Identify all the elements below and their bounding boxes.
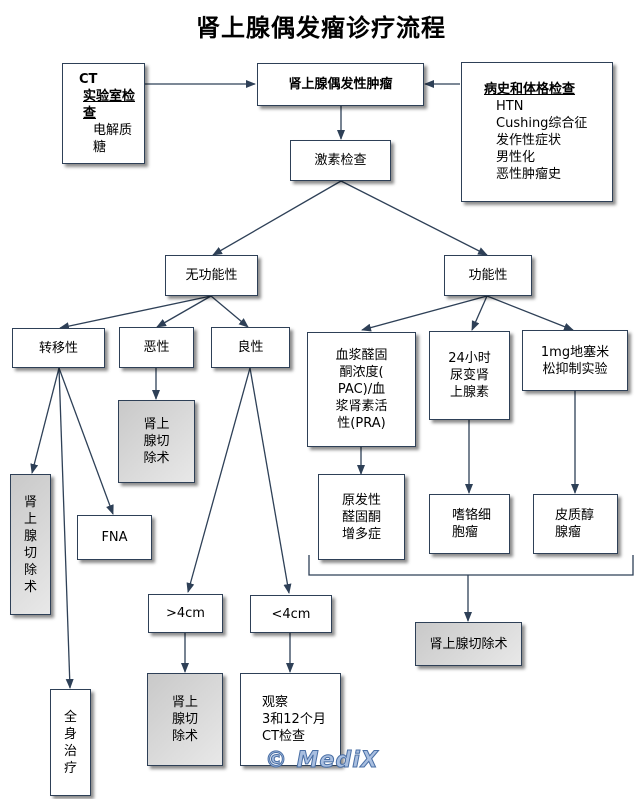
node-line: 1mg地塞米 xyxy=(540,344,610,360)
node-malignant-label: 恶性 xyxy=(143,340,170,355)
node-adrenalectomy-functional-label: 肾上腺切除术 xyxy=(429,636,508,652)
node-line: 尿变肾 xyxy=(449,368,489,383)
node-line: 腺 xyxy=(23,528,37,544)
node-line: 治 xyxy=(63,743,77,759)
node-fna-label: FNA xyxy=(101,530,128,545)
node-adrenalectomy-gt4cm[interactable]: 肾上 腺切 除术 xyxy=(147,673,223,766)
node-dex-test[interactable]: 1mg地塞米 松抑制实验 xyxy=(522,330,628,391)
edge-benign-to-lt4 xyxy=(249,367,292,594)
node-adrenalectomy-functional[interactable]: 肾上腺切除术 xyxy=(415,622,522,666)
node-hormone-label: 激素检查 xyxy=(314,153,367,168)
node-nonfunctional[interactable]: 无功能性 xyxy=(165,255,258,296)
node-line: 上 xyxy=(23,511,37,527)
bracket-functional-outcomes xyxy=(308,555,634,576)
node-benign-label: 良性 xyxy=(237,340,264,355)
node-line: 酮浓度( xyxy=(339,365,384,380)
node-line: 观察 xyxy=(262,695,289,710)
node-history-line: Cushing综合征 xyxy=(496,116,588,131)
node-line: 除 xyxy=(23,562,37,578)
node-line: 上腺素 xyxy=(449,385,489,400)
edge-nonfunctional-to-benign xyxy=(210,295,249,328)
edge-nonfunctional-to-malignant xyxy=(156,295,212,328)
node-history-line: 病史和体格检查 xyxy=(484,82,576,97)
node-line: 腺瘤 xyxy=(555,525,582,540)
node-line: 除术 xyxy=(143,451,170,466)
node-line: 腺切 xyxy=(143,434,170,449)
node-nonfunctional-label: 无功能性 xyxy=(185,268,238,283)
node-line: 术 xyxy=(23,579,37,595)
node-line: 增多症 xyxy=(341,526,381,542)
node-history-line: HTN xyxy=(496,99,524,114)
node-benign[interactable]: 良性 xyxy=(211,327,290,368)
medix-watermark: © MediX xyxy=(265,748,379,774)
node-history[interactable]: 病史和体格检查 HTN Cushing综合征 发作性症状 男性化 恶性肿瘤史 xyxy=(461,62,613,202)
edge-metastatic-to-adrenalectomy xyxy=(30,367,60,474)
node-observe[interactable]: 观察 3和12个月 CT检查 xyxy=(240,673,341,766)
node-ct-lab-line: CT xyxy=(79,72,98,87)
node-ct-lab-line: 电解质 xyxy=(93,123,133,138)
node-history-line: 发作性症状 xyxy=(496,133,562,148)
node-incidentaloma-label: 肾上腺偶发性肿瘤 xyxy=(288,77,393,92)
edge-metastatic-to-systemic xyxy=(58,367,74,689)
node-line: 疗 xyxy=(63,760,77,776)
node-lt4cm-label: <4cm xyxy=(271,606,311,622)
node-line: 嗜铬细 xyxy=(452,508,492,523)
edge-functional-to-dex xyxy=(486,295,574,331)
node-malignant[interactable]: 恶性 xyxy=(119,327,194,368)
node-history-line: 恶性肿瘤史 xyxy=(496,167,562,182)
node-line: 浆肾素活 xyxy=(335,399,388,414)
node-ct-lab-line: 实验室检查 xyxy=(83,89,136,121)
edge-functional-to-urine xyxy=(471,295,488,331)
node-line: 肾 xyxy=(23,494,37,510)
node-line: 腺切 xyxy=(171,712,198,727)
node-line: 醛固酮 xyxy=(341,509,381,525)
edge-hormone-to-functional xyxy=(340,180,488,256)
diagram-title: 肾上腺偶发瘤诊疗流程 xyxy=(196,14,446,42)
node-line: 24小时 xyxy=(448,351,491,366)
edge-nonfunctional-to-metastatic xyxy=(59,295,212,331)
node-line: 肾上 xyxy=(143,417,170,432)
node-systemic[interactable]: 全 身 治 疗 xyxy=(50,689,91,796)
node-metastatic[interactable]: 转移性 xyxy=(12,328,105,368)
node-fna[interactable]: FNA xyxy=(77,515,152,560)
node-cortisol-adenoma[interactable]: 皮质醇 腺瘤 xyxy=(533,494,618,554)
node-ct-lab[interactable]: CT 实验室检查 电解质 糖 xyxy=(62,63,145,164)
node-pac-pra[interactable]: 血浆醛固 酮浓度( PAC)/血 浆肾素活 性(PRA) xyxy=(307,332,416,447)
node-line: 胞瘤 xyxy=(452,525,479,540)
node-line: 身 xyxy=(63,726,77,742)
node-line: 全 xyxy=(63,709,77,725)
node-aldosteronism[interactable]: 原发性 醛固酮 增多症 xyxy=(318,474,405,560)
node-line: 除术 xyxy=(171,729,198,744)
node-adrenalectomy-metastatic[interactable]: 肾 上 腺 切 除 术 xyxy=(10,474,51,615)
edge-metastatic-to-fna xyxy=(58,367,114,515)
node-line: 松抑制实验 xyxy=(542,361,608,377)
node-line: CT检查 xyxy=(262,729,306,744)
node-lt4cm[interactable]: <4cm xyxy=(250,595,332,633)
node-incidentaloma[interactable]: 肾上腺偶发性肿瘤 xyxy=(257,63,424,106)
node-urine-24h[interactable]: 24小时 尿变肾 上腺素 xyxy=(429,331,510,420)
node-gt4cm[interactable]: >4cm xyxy=(148,594,223,633)
node-functional-label: 功能性 xyxy=(468,268,508,283)
node-line: 血浆醛固 xyxy=(335,348,388,363)
node-gt4cm-label: >4cm xyxy=(166,606,205,621)
node-history-line: 男性化 xyxy=(496,150,536,165)
node-line: 3和12个月 xyxy=(262,712,326,727)
edge-functional-to-pac xyxy=(361,295,488,332)
node-line: 切 xyxy=(23,545,37,561)
node-line: 肾上 xyxy=(171,695,198,710)
edge-benign-to-gt4 xyxy=(186,367,251,593)
node-hormone[interactable]: 激素检查 xyxy=(290,140,391,181)
node-pheo[interactable]: 嗜铬细 胞瘤 xyxy=(429,494,510,554)
node-ct-lab-line: 糖 xyxy=(93,140,107,155)
edge-hormone-to-nonfunctional xyxy=(212,180,342,256)
node-line: 皮质醇 xyxy=(555,508,595,523)
node-functional[interactable]: 功能性 xyxy=(444,255,532,296)
node-adrenalectomy-malignant[interactable]: 肾上 腺切 除术 xyxy=(118,400,195,483)
node-line: PAC)/血 xyxy=(337,382,386,397)
node-metastatic-label: 转移性 xyxy=(38,340,78,356)
node-line: 性(PRA) xyxy=(337,416,386,431)
node-line: 原发性 xyxy=(341,492,381,508)
